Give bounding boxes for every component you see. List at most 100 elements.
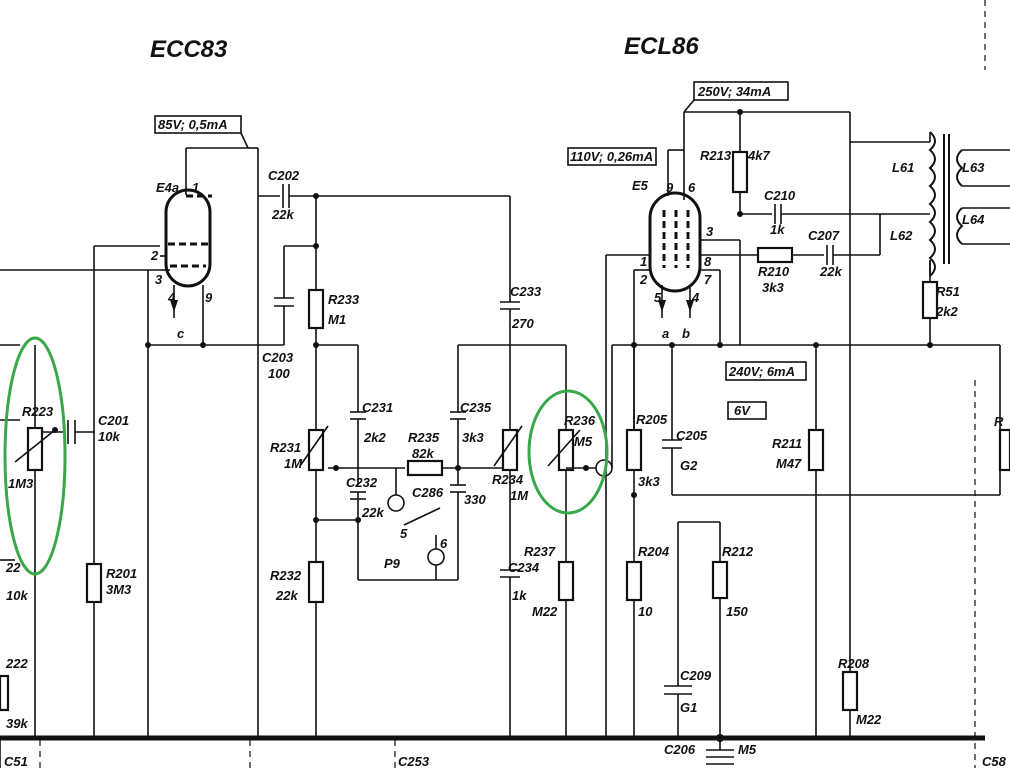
e5-pin-3: 3 [706, 224, 714, 239]
supply-box-250v [693, 81, 789, 101]
r205-val: 3k3 [638, 474, 660, 489]
r231-val: 1M [284, 456, 303, 471]
c210-val: 1k [770, 222, 785, 237]
r211-val: M47 [776, 456, 802, 471]
pin-1-label: 1 [192, 180, 199, 195]
r204-ref: R204 [638, 544, 670, 559]
c210-ref: C210 [764, 188, 796, 203]
c205-ref: C205 [676, 428, 708, 443]
c209-val: G1 [680, 700, 697, 715]
c231-ref: C231 [362, 400, 393, 415]
r201-ref: R201 [106, 566, 137, 581]
edge-10k: 10k [6, 588, 28, 603]
tone-network [145, 193, 650, 738]
r212-val: 150 [726, 604, 748, 619]
r213-val: 4k7 [747, 148, 770, 163]
supply-box-85v [154, 115, 242, 134]
pin-9-label: 9 [205, 290, 213, 305]
r223-ref: R223 [22, 404, 54, 419]
c286-ref: C286 [412, 485, 444, 500]
heater-b-label: b [682, 326, 690, 341]
edge-c58: C58 [982, 754, 1007, 768]
tube-title-ecc83: ECC83 [150, 36, 228, 63]
c206-ref: C206 [664, 742, 696, 757]
supply-250v-label: 250V; 34mA [697, 84, 771, 99]
left-edge-circuit [0, 269, 396, 768]
r236-ref: R236 [564, 413, 596, 428]
c232-val: 22k [361, 505, 384, 520]
c234-val: 1k [512, 588, 527, 603]
r210-ref: R210 [758, 264, 790, 279]
pin-2-label: 2 [150, 248, 159, 263]
tube-title-ecl86: ECL86 [624, 33, 699, 60]
e5-pin-8: 8 [704, 254, 712, 269]
r237-val: M22 [532, 604, 558, 619]
l61-label: L61 [892, 160, 914, 175]
tube-e5-label: E5 [632, 178, 649, 193]
pin-4-label: 4 [167, 290, 176, 305]
supply-6v-label: 6V [734, 403, 751, 418]
r237-ref: R237 [524, 544, 556, 559]
c235-ref: C235 [460, 400, 492, 415]
supply-box-110v [567, 147, 657, 166]
r204-val: 10 [638, 604, 653, 619]
supply-box-6v [727, 401, 767, 420]
heater-c-label: c [177, 326, 185, 341]
l62-label: L62 [890, 228, 913, 243]
r210-val: 3k3 [762, 280, 784, 295]
r234-ref: R234 [492, 472, 524, 487]
e5-pin-9: 9 [666, 180, 674, 195]
r234-val: 1M [510, 488, 529, 503]
c201-val: 10k [98, 429, 120, 444]
switch-c6: 6 [440, 536, 448, 551]
c233-ref: C233 [510, 284, 542, 299]
r232-val: 22k [275, 588, 298, 603]
c232-ref: C232 [346, 475, 378, 490]
edge-r-right: R [994, 414, 1004, 429]
r231-ref: R231 [270, 440, 301, 455]
pin-3-label: 3 [155, 272, 163, 287]
edge-c253: C253 [398, 754, 430, 768]
edge-22: 22 [5, 560, 21, 575]
r233-ref: R233 [328, 292, 360, 307]
r208-ref: R208 [838, 656, 870, 671]
c286-val: 330 [464, 492, 486, 507]
supply-box-240v [725, 361, 807, 381]
e5-pin-5: 5 [654, 290, 662, 305]
c231-val: 2k2 [363, 430, 386, 445]
edge-222: 222 [5, 656, 28, 671]
r232-ref: R232 [270, 568, 302, 583]
c209-ref: C209 [680, 668, 712, 683]
c234-ref: C234 [508, 560, 540, 575]
c207-ref: C207 [808, 228, 840, 243]
highlight-r236 [527, 389, 609, 515]
switch-p9: P9 [384, 556, 401, 571]
c207-val: 22k [819, 264, 842, 279]
c202-val: 22k [271, 207, 294, 222]
supply-110v-label: 110V; 0,26mA [570, 149, 653, 164]
r212-ref: R212 [722, 544, 754, 559]
r236-val: M5 [574, 434, 593, 449]
c233-val: 270 [511, 316, 534, 331]
r233-val: M1 [328, 312, 346, 327]
c202-ref: C202 [268, 168, 300, 183]
e5-pin-1: 1 [640, 254, 647, 269]
tube-e4a-label: E4a [156, 180, 179, 195]
e5-pin-7: 7 [704, 272, 712, 287]
r213-ref: R213 [700, 148, 732, 163]
c235-val: 3k3 [462, 430, 484, 445]
r211-ref: R211 [772, 436, 802, 451]
highlight-r223 [3, 336, 67, 576]
supply-85v-label: 85V; 0,5mA [158, 117, 228, 132]
c201-ref: C201 [98, 413, 129, 428]
switch-c5: 5 [400, 526, 408, 541]
l64-label: L64 [962, 212, 985, 227]
r223-val: 1M3 [8, 476, 34, 491]
c203-val: 100 [268, 366, 290, 381]
e5-pin-2: 2 [639, 272, 648, 287]
output-transformer [928, 131, 1010, 277]
r201-val: 3M3 [106, 582, 132, 597]
r51-ref: R51 [936, 284, 960, 299]
c206-val: M5 [738, 742, 757, 757]
